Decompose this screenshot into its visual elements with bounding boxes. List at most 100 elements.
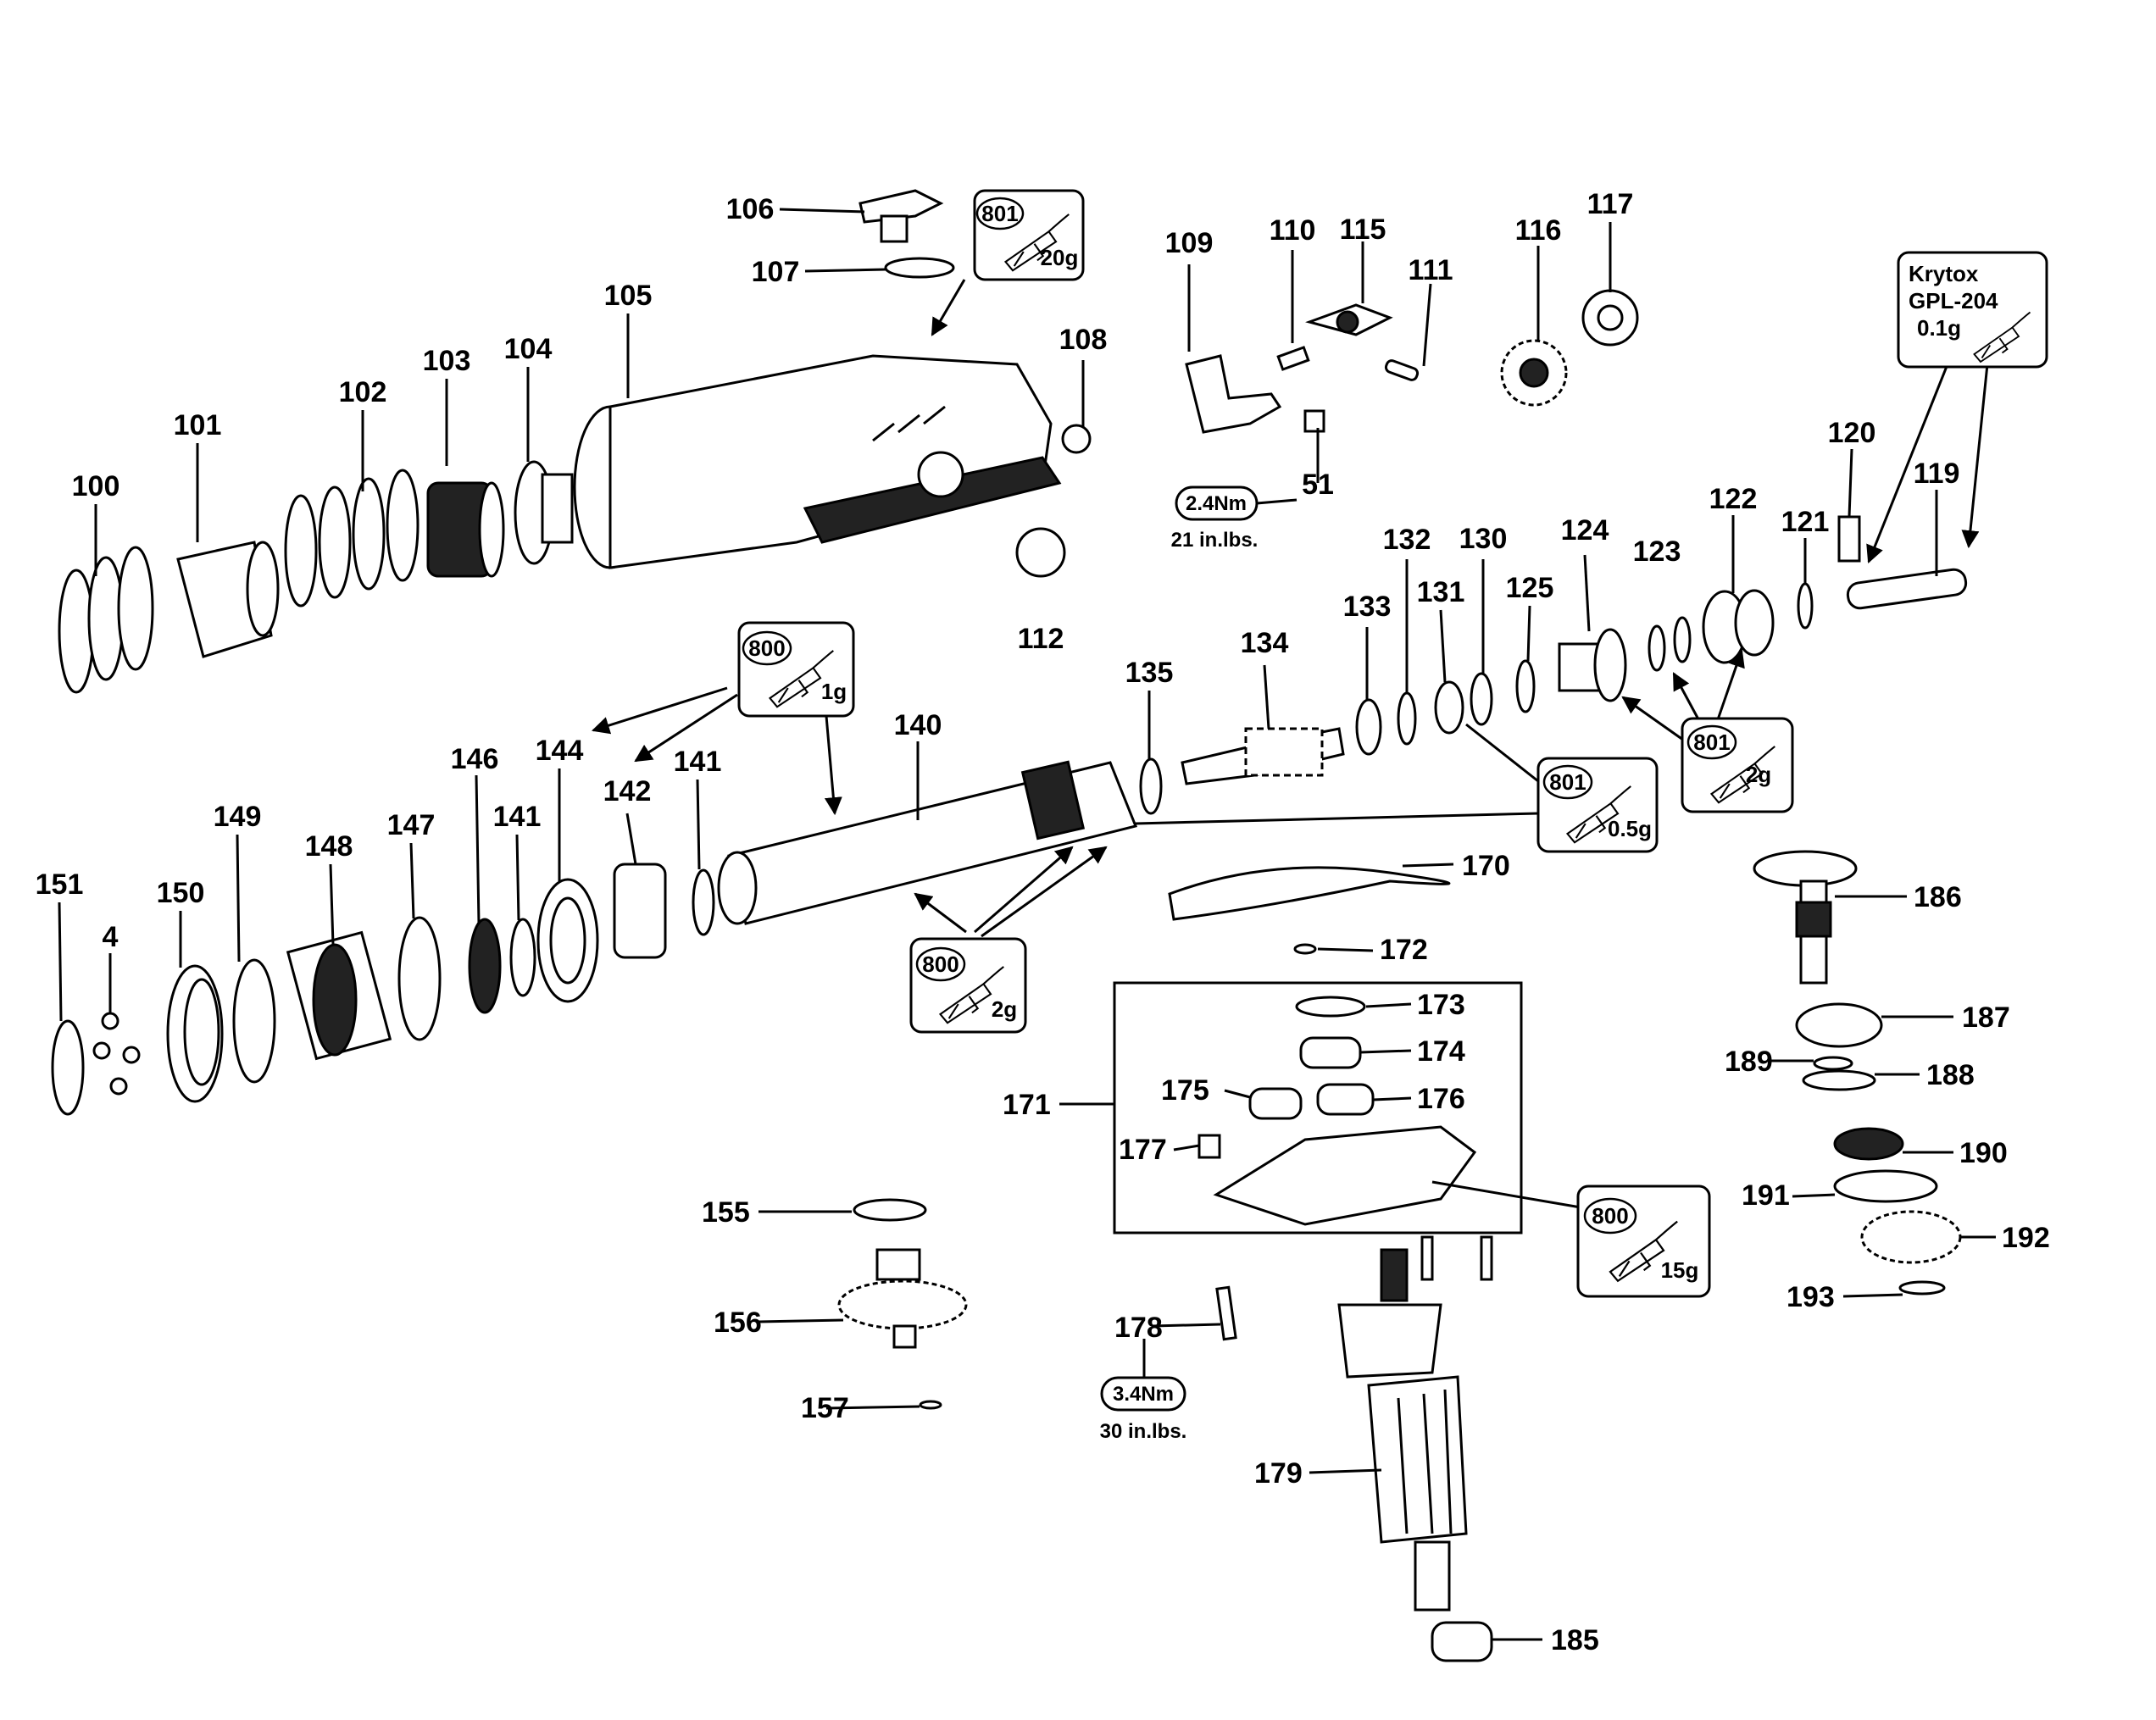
label-112: 112 (1018, 623, 1064, 655)
label-148: 148 (305, 830, 353, 863)
label-178: 178 (1114, 1312, 1163, 1344)
ring-125 (1515, 659, 1536, 713)
lever-109 (1185, 354, 1282, 434)
label-141b: 141 (493, 801, 542, 833)
housing-105 (573, 354, 1062, 569)
gear-124 (1558, 628, 1627, 702)
grease-code: 800 (748, 635, 785, 661)
bearing-174 (1299, 1036, 1362, 1069)
label-179: 179 (1254, 1457, 1303, 1490)
grease-box-801-20g: 801 20g (973, 189, 1085, 281)
ball-108 (1061, 424, 1092, 454)
label-147: 147 (387, 809, 436, 841)
label-115: 115 (1340, 214, 1386, 246)
torque-51: 2.4Nm 21 in.lbs. (1171, 485, 1297, 552)
ring-123a (1648, 624, 1666, 672)
balls-4 (92, 1012, 141, 1096)
label-140: 140 (894, 709, 942, 741)
housing-101 (176, 541, 280, 658)
label-119: 119 (1914, 458, 1960, 490)
gear-116 (1500, 339, 1568, 407)
pin-177 (1197, 1134, 1221, 1159)
ring-131 (1434, 680, 1464, 735)
label-134: 134 (1241, 627, 1289, 659)
spring-102 (284, 469, 420, 608)
ring-149 (232, 958, 276, 1084)
label-191: 191 (1742, 1179, 1790, 1212)
grease-box-800-1g: 800 1g (737, 621, 855, 718)
ring-150 (166, 964, 224, 1103)
grease-box-801-0.5g: 801 0.5g (1536, 757, 1659, 853)
krytox-spec: GPL-204 (1909, 288, 1998, 313)
grease-box-krytox: Krytox GPL-204 0.1g (1897, 251, 2048, 369)
label-104: 104 (504, 333, 553, 365)
label-146: 146 (451, 743, 499, 775)
label-156: 156 (714, 1307, 762, 1339)
krytox-name: Krytox (1909, 261, 1979, 286)
grease-amount: 20g (1041, 245, 1079, 270)
label-121: 121 (1781, 506, 1830, 538)
ring-133 (1355, 698, 1382, 756)
label-124: 124 (1561, 514, 1609, 547)
label-170: 170 (1462, 850, 1510, 882)
cylinder-140 (717, 760, 1138, 925)
label-133: 133 (1343, 591, 1392, 623)
ring-123b (1673, 616, 1692, 663)
shaft-134 (1181, 727, 1345, 785)
label-188: 188 (1926, 1059, 1975, 1091)
cap-106 (859, 189, 944, 243)
grease-amount: 1g (821, 679, 847, 704)
grease-code: 801 (981, 201, 1018, 226)
label-108: 108 (1059, 324, 1108, 356)
pin-157 (919, 1400, 942, 1410)
bearing-175 (1248, 1087, 1303, 1120)
label-177: 177 (1119, 1134, 1167, 1166)
label-192: 192 (2002, 1222, 2050, 1254)
grease-amount: 15g (1661, 1257, 1699, 1283)
label-116: 116 (1515, 214, 1562, 247)
label-125: 125 (1506, 572, 1554, 604)
screw-178 (1215, 1285, 1237, 1341)
label-150: 150 (157, 877, 205, 909)
shaft-186 (1753, 850, 1858, 985)
ring-151 (51, 1019, 85, 1116)
grease-code: 800 (922, 952, 959, 977)
bar-119 (1846, 568, 1968, 610)
bearing-142 (613, 863, 667, 959)
label-131: 131 (1417, 576, 1465, 608)
spring-190 (1833, 1127, 1904, 1161)
pin-110 (1276, 346, 1310, 371)
pin-120 (1837, 515, 1861, 563)
ring-147 (397, 916, 442, 1041)
belt-170 (1168, 866, 1451, 921)
ring-130 (1470, 672, 1493, 726)
ring-141a (692, 868, 715, 936)
label-187: 187 (1962, 1001, 2010, 1034)
label-101: 101 (174, 409, 222, 441)
bearing-176 (1316, 1083, 1375, 1116)
label-111: 111 (1409, 254, 1453, 286)
ring-146 (468, 918, 502, 1014)
torque-178-nm: 3.4Nm (1113, 1383, 1174, 1406)
armature-179 (1337, 1248, 1468, 1612)
bearing-185 (1431, 1621, 1493, 1662)
washer-188 (1802, 1069, 1876, 1091)
ring-135 (1139, 757, 1163, 815)
label-102: 102 (339, 376, 387, 408)
grease-amount: 2g (992, 996, 1017, 1022)
sleeve-122 (1702, 589, 1775, 664)
label-110: 110 (1270, 214, 1316, 247)
label-142: 142 (603, 775, 652, 807)
label-132: 132 (1383, 524, 1431, 556)
screw-b (1480, 1235, 1493, 1281)
label-123: 123 (1633, 535, 1681, 568)
grease-box-800-2g: 800 2g (909, 937, 1027, 1034)
label-189: 189 (1725, 1046, 1773, 1078)
label-186: 186 (1914, 881, 1962, 913)
ring-189 (1813, 1056, 1853, 1071)
bearing-187 (1795, 1002, 1883, 1048)
grease-code: 801 (1693, 730, 1730, 755)
label-135: 135 (1125, 657, 1174, 689)
label-173: 173 (1417, 989, 1465, 1021)
